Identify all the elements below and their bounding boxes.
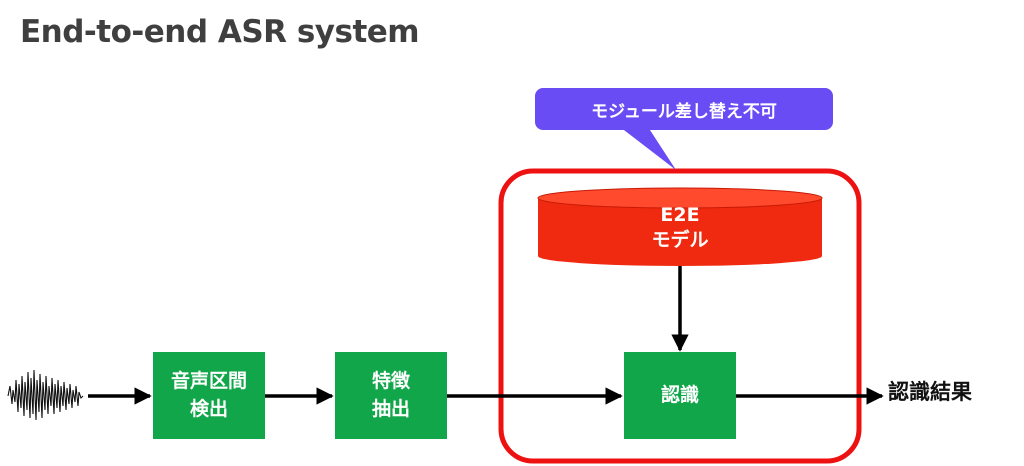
- callout-bubble: [535, 88, 833, 170]
- callout-text: モジュール差し替え不可: [591, 101, 777, 122]
- recognition-box: 認識: [624, 352, 736, 439]
- model-label-line1: E2E: [660, 204, 700, 227]
- audio-waveform-icon: [7, 369, 84, 421]
- model-label-line2: モデル: [651, 229, 709, 251]
- e2e-scope-frame: [498, 168, 862, 464]
- page-title: End-to-end ASR system: [20, 14, 420, 50]
- feature-extraction-box: 特徴 抽出: [335, 352, 447, 439]
- e2e-model-cylinder: [537, 187, 823, 266]
- vad-box: 音声区間 検出: [153, 352, 265, 439]
- output-label: 認識結果: [888, 380, 972, 404]
- e2e-model-label: E2E モデル: [538, 200, 822, 256]
